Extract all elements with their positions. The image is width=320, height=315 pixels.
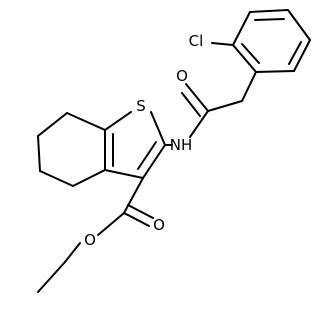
atom-labels: Cl S NH O O O [84,32,203,249]
bond-o-ch2 [64,242,81,263]
bond-carbonyl-ch2 [207,100,243,112]
ester-carbonyl-oxygen-label: O [153,216,165,234]
cyclohexane-ring [37,112,114,187]
bond-s-c2 [150,111,166,146]
bond-ar2-ar3 [232,11,251,46]
ester-ether-oxygen-label: O [84,231,96,249]
chlorophenyl-ring [211,9,311,73]
bond-ar2-cl [211,42,234,46]
bond-ester-c-o-double [123,212,150,227]
bond-ar6-ar1 [255,70,295,73]
bond-c4-c5 [39,170,74,187]
bond-carbonyl-o-double [181,92,201,117]
bond-c7a-s [104,111,132,131]
amide-linkage [164,71,257,146]
bond-c7-c7a [66,112,106,131]
bond-carbonyl-o [185,83,209,112]
bond-c3-ester-c [123,177,144,214]
bond-ester-c-o-double-2 [127,204,154,219]
bond-n-carbonyl [189,110,209,138]
bond-ch2-aryl [241,71,257,102]
amine-label: NH [170,136,193,154]
bond-ar3-ar4-inner [254,18,285,21]
bond-c2-c3 [142,144,166,179]
bond-ar3-ar4 [249,9,289,13]
chlorine-label: Cl [189,32,204,50]
bond-ester-c-o-ether [97,212,125,236]
bond-ar5-ar6-inner [288,41,302,65]
ketone-oxygen-label: O [176,67,188,85]
bond-c6-c7 [37,112,68,137]
bond-ar5-ar6 [293,39,311,72]
bond-ar1-ar2-inner [241,43,260,64]
thiophene-ring [104,111,166,179]
bond-c5-c6 [37,135,41,172]
bond-ch2-ch3 [37,261,66,293]
bond-c2-c3-double [137,141,157,170]
bond-c3a-c4 [72,169,106,187]
ethyl-ester [37,177,154,293]
bond-ar1-ar2 [232,44,257,73]
bond-c3-c3a [104,169,144,179]
sulfur-label: S [136,97,146,115]
bond-ar4-ar5 [287,9,311,41]
